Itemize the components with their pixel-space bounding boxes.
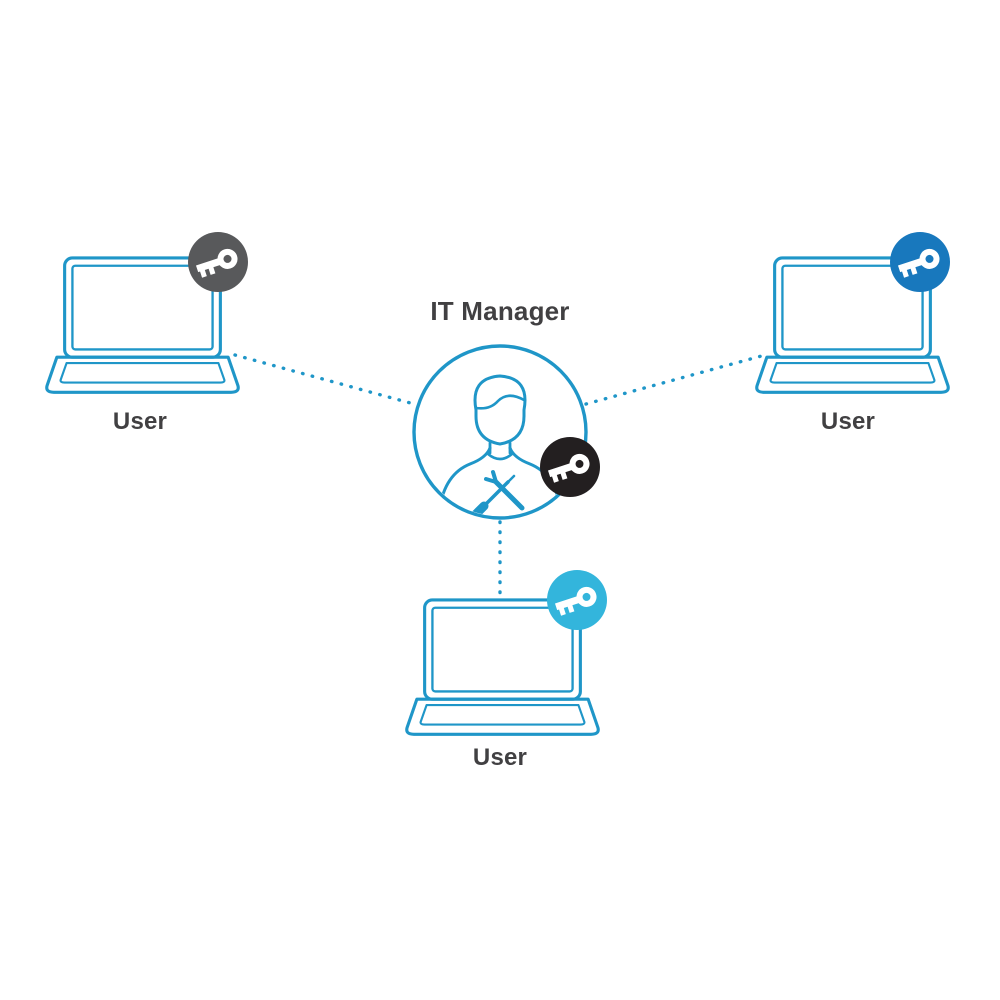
- key-badge-user-top-right: [890, 232, 950, 292]
- wrench-and-screwdriver-icon: [471, 470, 525, 516]
- user-label-top-right: User: [820, 408, 876, 435]
- connector-left: [233, 353, 416, 406]
- connector-right: [584, 353, 767, 406]
- it-manager-title: IT Manager: [430, 296, 570, 326]
- user-label-top-left: User: [112, 408, 168, 435]
- node-user-top-left: [45, 256, 240, 402]
- key-badge-it-manager: [540, 437, 600, 497]
- user-label-bottom-center: User: [472, 744, 528, 771]
- key-badge-user-top-left: [188, 232, 248, 292]
- laptop-icon: [755, 256, 950, 394]
- key-icon: [547, 453, 590, 483]
- key-icon: [897, 248, 940, 278]
- laptop-icon: [45, 256, 240, 394]
- laptop-icon: [405, 598, 600, 736]
- key-icon: [195, 248, 238, 278]
- key-badge-user-bottom-center: [547, 570, 607, 630]
- key-icon: [554, 586, 597, 616]
- node-user-top-right: [755, 256, 950, 402]
- node-user-bottom-center: [405, 598, 600, 744]
